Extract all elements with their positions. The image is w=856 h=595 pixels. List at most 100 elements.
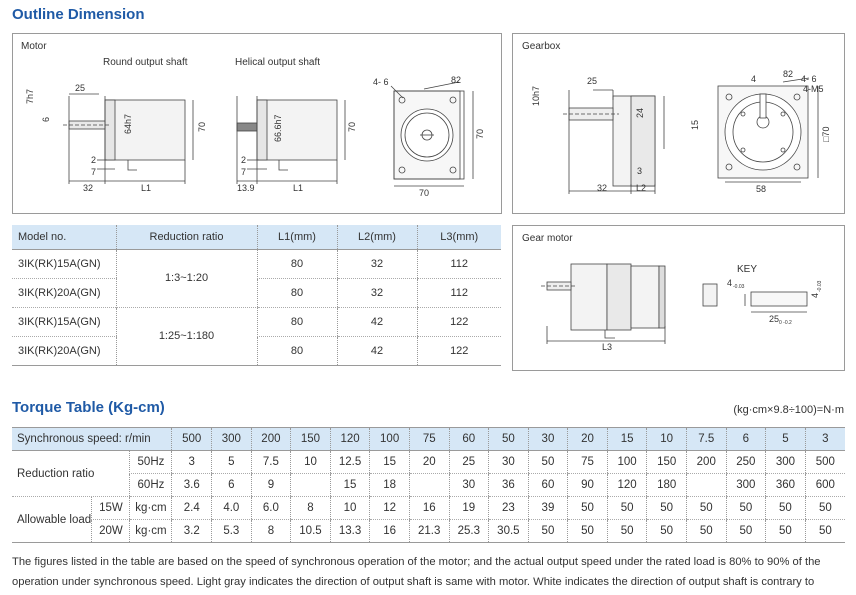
speed-cell: 75: [408, 427, 449, 451]
key-label: KEY: [737, 264, 757, 275]
hz50-cell: 12.5: [329, 450, 370, 474]
w20-cell: 50: [606, 519, 647, 543]
dim-7-helical: 7: [241, 167, 246, 177]
w20-cell: 8: [250, 519, 291, 543]
dim-4-6: 4- 6: [373, 77, 389, 87]
dim-15: 15: [690, 120, 700, 130]
header-ratio: Reduction ratio: [115, 225, 257, 250]
header-l2: L2(mm): [336, 225, 417, 250]
hz60-label: 60Hz: [129, 473, 172, 497]
hz60-cell: 15: [329, 473, 370, 497]
hz60-cell: 300: [725, 473, 766, 497]
dim-sq70: □70: [821, 127, 831, 142]
dim-7h7: 7h7: [25, 89, 35, 104]
dim-L1: L1: [141, 183, 151, 193]
l2-cell: 42: [336, 336, 417, 366]
speed-cell: 15: [606, 427, 647, 451]
hz60-cell: 360: [765, 473, 806, 497]
w20-cell: 50: [646, 519, 687, 543]
dim-4-M5: 4-M5: [803, 84, 824, 94]
unit-label: kg·cm: [129, 519, 172, 543]
dim-32: 32: [83, 183, 93, 193]
hz50-cell: 200: [685, 450, 727, 474]
speed-cell: 500: [171, 427, 212, 451]
unit-note: (kg·cm×9.8÷100)=N·m: [733, 404, 844, 416]
w20-cell: 50: [725, 519, 766, 543]
w15-cell: 2.4: [171, 496, 212, 520]
l1-cell: 80: [256, 336, 337, 366]
w15-cell: 12: [369, 496, 410, 520]
w20-cell: 3.2: [171, 519, 212, 543]
motor-label: Motor: [21, 41, 47, 52]
w20-cell: 50: [765, 519, 806, 543]
hz60-cell: 120: [606, 473, 647, 497]
l3-cell: 112: [416, 249, 501, 279]
l3-cell: 122: [416, 307, 501, 337]
hz60-cell: 30: [448, 473, 489, 497]
w20-cell: 16: [369, 519, 410, 543]
hz50-cell: 100: [606, 450, 647, 474]
header-l1: L1(mm): [256, 225, 337, 250]
dim-L2: L2: [636, 183, 646, 193]
hz60-cell: [290, 473, 331, 497]
speed-label: Synchronous speed: r/min: [12, 427, 172, 451]
dim-64h7: 64h7: [123, 114, 133, 134]
hz60-cell: 600: [804, 473, 845, 497]
speed-cell: 3: [804, 427, 845, 451]
hz50-cell: 50: [527, 450, 568, 474]
ratio-cell: 1:25~1:180: [115, 307, 257, 366]
w15-cell: 50: [725, 496, 766, 520]
model-cell: 3IK(RK)20A(GN): [12, 278, 116, 308]
speed-cell: 7.5: [685, 427, 727, 451]
hz60-cell: 18: [369, 473, 410, 497]
key-length: 25: [769, 314, 779, 324]
dim-70-flange-w: 70: [419, 188, 429, 198]
speed-cell: 150: [290, 427, 331, 451]
load-label: Allowable load: [12, 496, 92, 543]
hz50-cell: 75: [567, 450, 608, 474]
dim-25-gearbox: 25: [587, 76, 597, 86]
speed-cell: 6: [725, 427, 766, 451]
hz60-cell: [685, 473, 727, 497]
w15-cell: 39: [527, 496, 568, 520]
l3-cell: 122: [416, 336, 501, 366]
hz60-cell: 60: [527, 473, 568, 497]
hz60-cell: 9: [250, 473, 291, 497]
hz60-cell: [408, 473, 449, 497]
l3-cell: 112: [416, 278, 501, 308]
key-height: 4: [810, 293, 820, 298]
w15-cell: 16: [408, 496, 449, 520]
l1-cell: 80: [256, 249, 337, 279]
w15-label: 15W: [91, 496, 130, 520]
hz50-cell: 30: [488, 450, 529, 474]
dim-32-gearbox: 32: [597, 183, 607, 193]
speed-cell: 60: [448, 427, 489, 451]
w20-cell: 30.5: [488, 519, 529, 543]
w15-cell: 50: [685, 496, 727, 520]
key-length-tol: 0 -0.2: [779, 320, 792, 326]
hz60-cell: 90: [567, 473, 608, 497]
l1-cell: 80: [256, 307, 337, 337]
dim-24: 24: [635, 108, 645, 118]
dim-L1-helical: L1: [293, 183, 303, 193]
w15-cell: 19: [448, 496, 489, 520]
table-row: 3IK(RK)20A(GN) 80 32 112: [12, 278, 501, 308]
speed-cell: 120: [329, 427, 370, 451]
dim-3: 3: [637, 166, 642, 176]
hz50-cell: 3: [171, 450, 212, 474]
ratio-cell: 1:3~1:20: [115, 249, 257, 308]
header-model: Model no.: [12, 225, 116, 250]
dim-82-gearbox: 82: [783, 69, 793, 79]
hz60-cell: 3.6: [171, 473, 212, 497]
motor-drawing: 7h7 6 25 64h7 70 2 7 32 L1 66.6h7 70 2 7…: [25, 75, 485, 198]
w20-cell: 13.3: [329, 519, 370, 543]
l2-cell: 42: [336, 307, 417, 337]
hz50-cell: 300: [765, 450, 806, 474]
hz60-cell: 36: [488, 473, 529, 497]
w15-cell: 23: [488, 496, 529, 520]
w15-cell: 50: [567, 496, 608, 520]
key-width: 4: [727, 278, 732, 288]
